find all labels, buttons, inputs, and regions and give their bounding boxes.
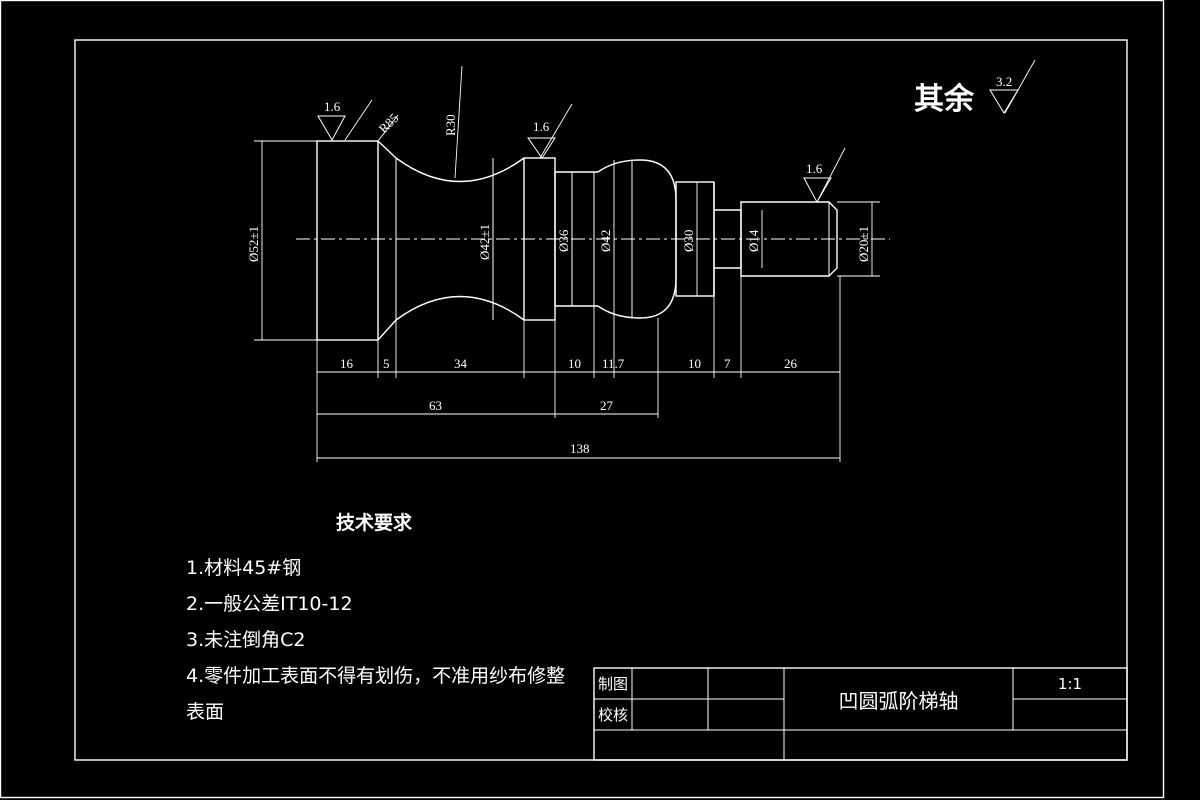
- total-length-label: 138: [570, 441, 590, 456]
- diameter-label: Ø36: [556, 229, 571, 252]
- remainder-label: 其余: [914, 82, 974, 117]
- length-label: 26: [784, 356, 798, 371]
- length-label: 10: [688, 356, 701, 371]
- roughness-label: 3.2: [996, 74, 1012, 89]
- length-label: 34: [454, 356, 468, 371]
- diameter-label: Ø42: [598, 230, 613, 252]
- length-label: 10: [568, 356, 581, 371]
- roughness-label: 1.6: [324, 99, 341, 114]
- requirement-item: 1.材料45#钢: [186, 557, 302, 579]
- part-name: 凹圆弧阶梯轴: [838, 688, 959, 713]
- roughness-symbols: [317, 89, 1019, 204]
- tech-requirements-list: 1.材料45#钢 2.一般公差IT10-12 3.未注倒角C2 4.零件加工表面…: [186, 550, 565, 730]
- requirement-item: 4.零件加工表面不得有划伤，不准用纱布修整: [186, 665, 566, 687]
- diameter-label: Ø14: [746, 229, 761, 252]
- radius-label: R85: [376, 110, 402, 136]
- checked-by-label: 校核: [597, 706, 628, 724]
- diameter-label: Ø52±1: [246, 226, 261, 262]
- requirement-item: 2.一般公差IT10-12: [186, 593, 353, 615]
- drawn-by-label: 制图: [597, 675, 628, 693]
- extension-lines: [316, 276, 841, 462]
- radius-label: R30: [443, 114, 458, 136]
- roughness-label: 1.6: [533, 119, 550, 134]
- dimension-texts: 1.6 1.6 1.6 3.2 R85 R30 Ø52±1 Ø42±1 Ø36 …: [246, 74, 1012, 456]
- outer-sheet-border: [0, 0, 1165, 799]
- length-label: 16: [340, 356, 354, 371]
- title-block: [593, 667, 1128, 761]
- length-label: 63: [429, 398, 442, 413]
- length-label: 11.7: [602, 356, 625, 371]
- tech-requirements-title: 技术要求: [336, 512, 413, 534]
- length-label: 5: [383, 356, 390, 371]
- length-label: 7: [724, 356, 731, 371]
- length-label: 27: [600, 398, 614, 413]
- diameter-label: Ø20±1: [856, 226, 871, 262]
- requirement-item: 表面: [186, 701, 225, 723]
- dimension-lines: [254, 59, 1036, 459]
- roughness-label: 1.6: [806, 161, 823, 176]
- diameter-label: Ø30: [681, 230, 696, 252]
- requirement-item: 3.未注倒角C2: [186, 629, 306, 651]
- scale-value: 1:1: [1057, 674, 1083, 693]
- diameter-label: Ø42±1: [477, 224, 492, 260]
